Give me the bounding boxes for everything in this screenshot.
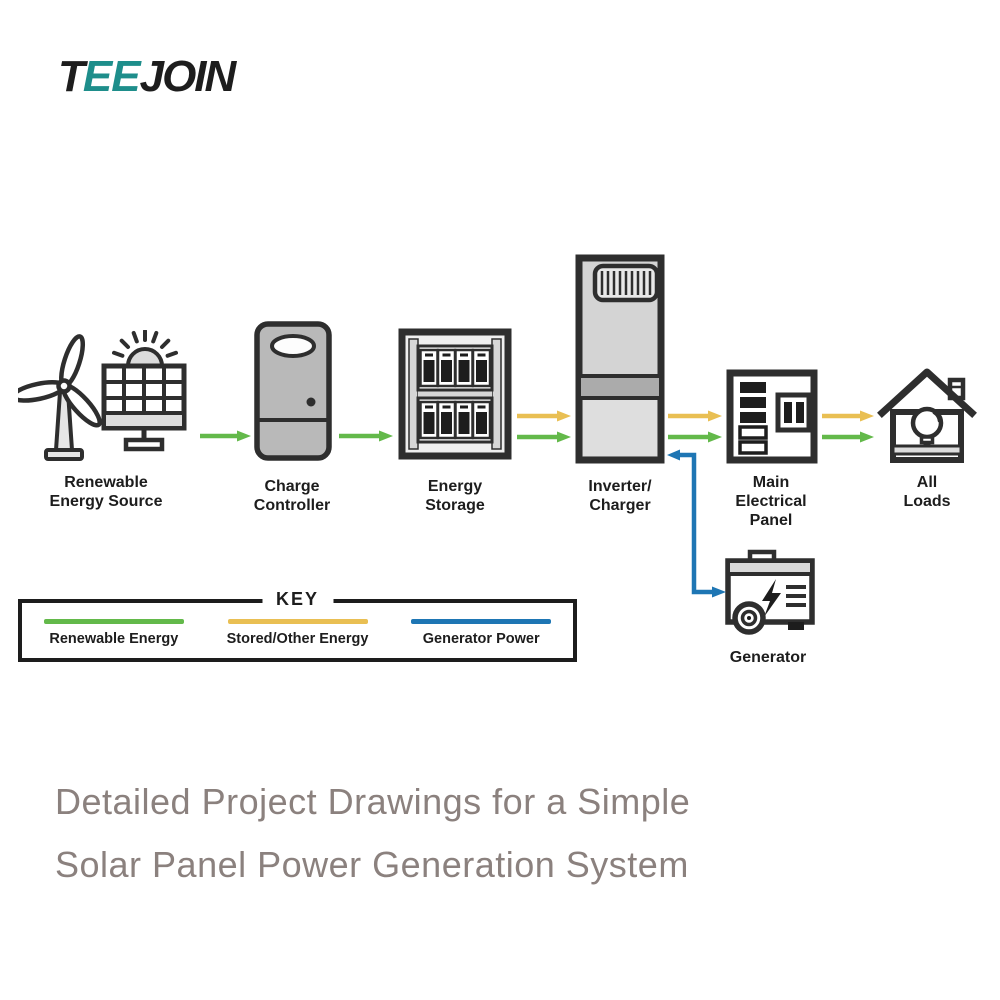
label-line: Inverter/ [588, 478, 652, 495]
label-line: Main [752, 474, 790, 491]
legend-label: Generator Power [422, 631, 540, 647]
charge-controller-label: Charge Controller [232, 477, 352, 515]
logo-segment: T [58, 52, 85, 101]
label-line: Energy Source [49, 493, 163, 510]
charge-controller-icon [254, 321, 332, 461]
caption-line-1: Detailed Project Drawings for a Simple [55, 781, 691, 822]
label-line: Storage [425, 497, 485, 514]
energy-storage-label: Energy Storage [395, 477, 515, 515]
label-line: Energy [427, 478, 483, 495]
sun-icon [112, 330, 178, 368]
all-loads-label: All Loads [867, 473, 987, 511]
caption: Detailed Project Drawings for a Simple S… [55, 770, 690, 896]
renewable-energy-swatch [43, 619, 184, 624]
label-line: Electrical [735, 493, 807, 510]
inverter-icon [575, 254, 665, 464]
arrow-inverter-to-panel-renewable [668, 431, 722, 443]
house-icon [877, 368, 977, 463]
key-title: KEY [261, 589, 334, 610]
logo-segment-teal: EE [82, 52, 141, 101]
solar-panel-icon [101, 330, 187, 452]
arrow-controller-to-storage [339, 430, 393, 442]
arrow-panel-to-loads-stored [822, 410, 874, 422]
generator-label: Generator [708, 648, 828, 667]
label-line: All [916, 474, 938, 491]
lightbulb-icon [910, 406, 944, 448]
label-line: Generator [729, 649, 807, 666]
arrow-storage-to-inverter-stored [517, 410, 571, 422]
label-line: Panel [749, 512, 793, 529]
legend-item: Generator Power [389, 603, 573, 647]
lightning-bolt-icon [762, 579, 781, 617]
arrow-renewable-source-to-controller [200, 430, 251, 442]
label-line: Charge [264, 478, 320, 495]
electrical-panel-icon [726, 369, 818, 464]
logo-segment: JOIN [139, 52, 237, 101]
teejoin-logo: TEEJOIN [58, 52, 237, 102]
legend-item: Stored/Other Energy [206, 603, 390, 647]
generator-power-swatch [411, 619, 552, 624]
caption-line-2: Solar Panel Power Generation System [55, 844, 689, 885]
arrow-storage-to-inverter-renewable [517, 431, 571, 443]
main-panel-label: Main Electrical Panel [711, 473, 831, 530]
legend-label: Renewable Energy [49, 631, 179, 647]
label-line: Charger [589, 497, 651, 514]
label-line: Controller [253, 497, 331, 514]
wind-turbine-icon [18, 334, 102, 461]
inverter-charger-label: Inverter/ Charger [560, 477, 680, 515]
arrow-panel-to-loads-renewable [822, 431, 874, 443]
label-line: Renewable [64, 474, 148, 491]
label-line: Loads [903, 493, 951, 510]
renewable-source-label: Renewable Energy Source [46, 473, 166, 511]
generator-icon [725, 549, 815, 635]
legend-label: Stored/Other Energy [226, 631, 369, 647]
key-legend: KEY Renewable Energy Stored/Other Energy… [18, 589, 577, 662]
battery-rack-icon [398, 328, 512, 460]
legend-item: Renewable Energy [22, 603, 206, 647]
stored-energy-swatch [227, 619, 368, 624]
arrow-inverter-to-panel-stored [668, 410, 722, 422]
